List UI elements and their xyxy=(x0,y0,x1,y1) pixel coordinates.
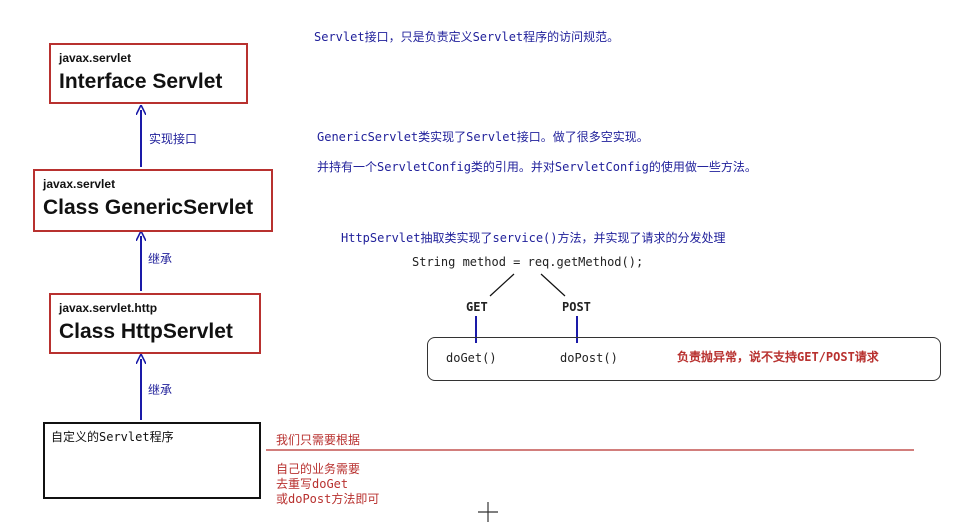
crosshair-cursor-icon xyxy=(478,502,498,522)
custom-note-line-3: 或doPost方法即可 xyxy=(276,492,380,506)
http-package-label: javax.servlet.http xyxy=(59,301,158,315)
generic-note-1: GenericServlet类实现了Servlet接口。做了很多空实现。 xyxy=(317,130,649,144)
branch-line-get xyxy=(489,273,515,297)
get-method-code: String method = req.getMethod(); xyxy=(412,255,644,269)
http-note: HttpServlet抽取类实现了service()方法，并实现了请求的分发处理 xyxy=(341,231,726,245)
custom-note-line-1: 自己的业务需要 xyxy=(276,462,361,476)
servlet-class-name: Interface Servlet xyxy=(59,70,223,93)
error-note: 负责抛异常，说不支持GET/POST请求 xyxy=(677,350,879,364)
extends-label-2: 继承 xyxy=(148,383,173,397)
custom-servlet-box: 自定义的Servlet程序 xyxy=(43,422,261,499)
dispatch-methods-box xyxy=(427,337,941,381)
branch-get-label: GET xyxy=(466,300,488,314)
dopost-method: doPost() xyxy=(560,351,618,365)
custom-note-heading: 我们只需要根据 xyxy=(276,433,361,447)
implements-label: 实现接口 xyxy=(149,132,198,146)
custom-note-line-2: 去重写doGet xyxy=(276,477,349,491)
http-class-name: Class HttpServlet xyxy=(59,320,233,343)
http-servlet-box: javax.servlet.http Class HttpServlet xyxy=(49,293,261,354)
servlet-note: Servlet接口，只是负责定义Servlet程序的访问规范。 xyxy=(314,30,620,44)
interface-servlet-box: javax.servlet Interface Servlet xyxy=(49,43,248,104)
custom-servlet-label: 自定义的Servlet程序 xyxy=(51,430,174,444)
extends-label-1: 继承 xyxy=(148,252,173,266)
doget-method: doGet() xyxy=(446,351,497,365)
generic-servlet-box: javax.servlet Class GenericServlet xyxy=(33,169,273,232)
branch-line-post xyxy=(540,273,566,297)
generic-package-label: javax.servlet xyxy=(43,177,116,191)
branch-post-label: POST xyxy=(562,300,591,314)
generic-note-2: 并持有一个ServletConfig类的引用。并对ServletConfig的使… xyxy=(317,160,757,174)
servlet-package-label: javax.servlet xyxy=(59,51,132,65)
generic-class-name: Class GenericServlet xyxy=(43,196,254,219)
